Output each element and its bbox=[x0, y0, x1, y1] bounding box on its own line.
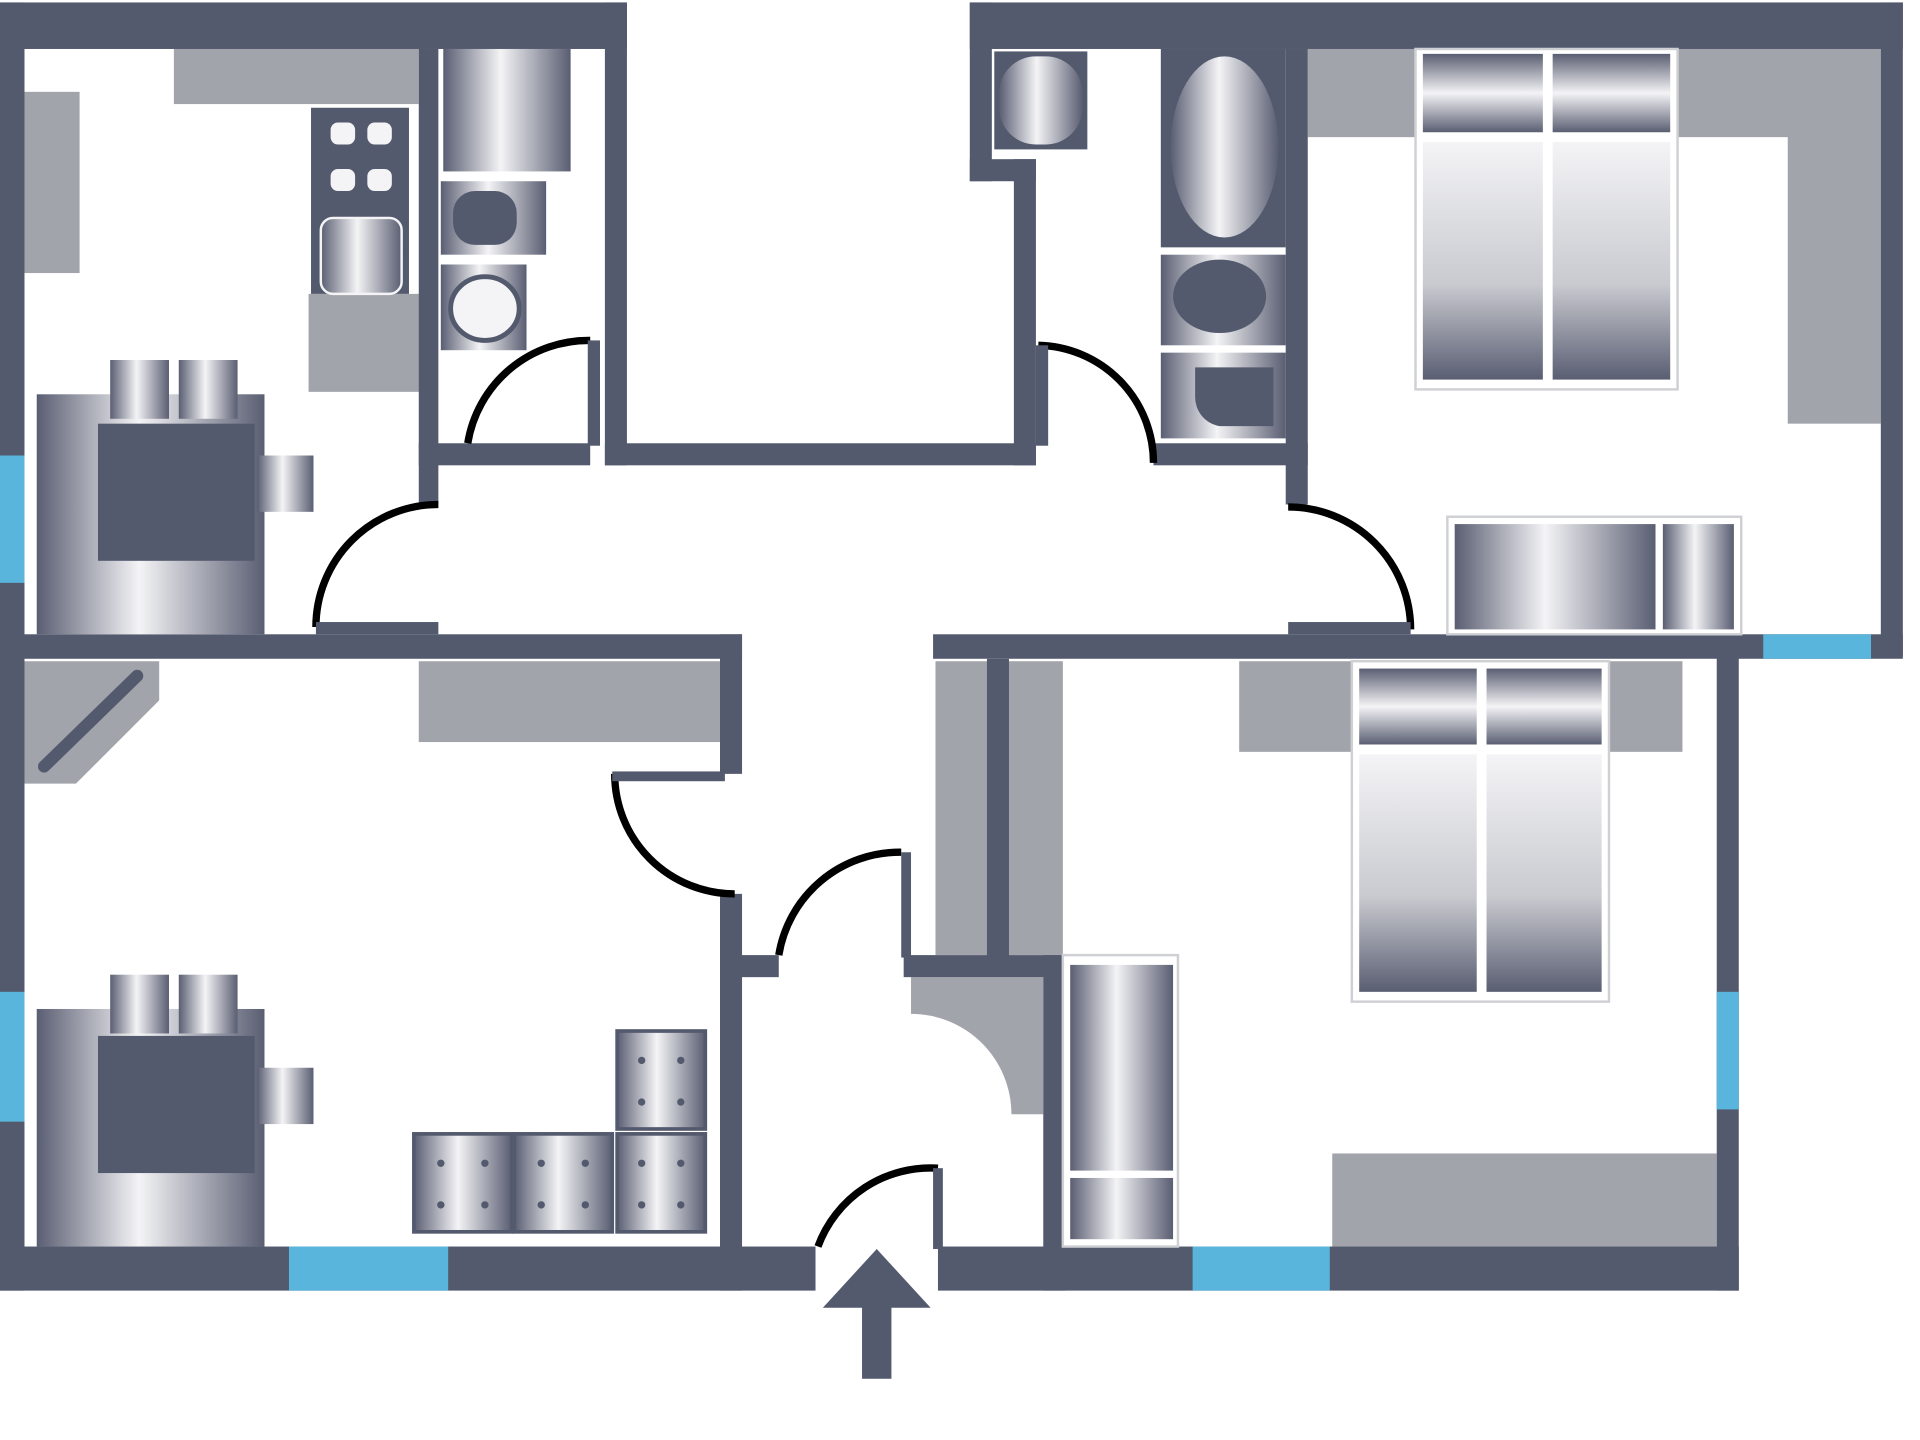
wall-right-lower bbox=[1716, 634, 1739, 1291]
blanket-right bbox=[1552, 142, 1671, 380]
wall-bath-right bbox=[1285, 48, 1308, 505]
stove-burners bbox=[330, 122, 392, 192]
door-small-bath-swing bbox=[464, 336, 591, 444]
washbasin-bowl bbox=[448, 274, 522, 343]
window-bedroom-bottom bbox=[1763, 634, 1872, 659]
living-chair-1 bbox=[110, 974, 169, 1034]
hall-cabinet-left bbox=[935, 661, 990, 956]
pillow-right bbox=[1552, 53, 1671, 133]
wall-bath-pocket-base bbox=[969, 159, 1036, 182]
doors bbox=[312, 336, 1415, 1249]
kitchen-counter-corner bbox=[308, 293, 422, 392]
wall-corridor-right bbox=[1013, 159, 1036, 466]
bedroom-wardrobe-right bbox=[1787, 48, 1881, 424]
wall-top-left bbox=[0, 2, 627, 49]
wall-small-bath-bottom bbox=[418, 443, 591, 466]
bath-sink-bowl bbox=[1173, 259, 1267, 334]
bathtub bbox=[1170, 56, 1279, 238]
living-chair-2 bbox=[178, 974, 238, 1034]
shower-basin bbox=[999, 56, 1083, 145]
wall-bottom-right bbox=[937, 1246, 1739, 1291]
bathroom-small bbox=[440, 48, 571, 351]
door-entrance-leaf bbox=[933, 1168, 943, 1249]
pillow-2-right bbox=[1486, 668, 1602, 745]
living-table bbox=[97, 1035, 255, 1174]
wall-living-right-bottom bbox=[720, 893, 743, 1291]
tv-icon bbox=[37, 669, 144, 773]
wall-bath-bottom bbox=[1153, 443, 1308, 466]
door-entrance-swing bbox=[814, 1164, 939, 1248]
kitchen-cabinet-left bbox=[24, 91, 80, 274]
wardrobe-2-bottom bbox=[1070, 1177, 1174, 1240]
wall-middle-right bbox=[933, 634, 1903, 659]
living-chair-3 bbox=[257, 1067, 314, 1125]
bedroom-2 bbox=[1061, 660, 1611, 1248]
dresser-right bbox=[1662, 524, 1734, 630]
chair-2 bbox=[178, 360, 238, 419]
kitchen-sink bbox=[319, 216, 403, 296]
pillow-left bbox=[1422, 53, 1543, 133]
wall-small-bath bbox=[418, 48, 439, 505]
blanket-2-left bbox=[1359, 754, 1477, 992]
wall-middle-left bbox=[0, 634, 743, 659]
bedroom bbox=[1414, 47, 1743, 636]
wall-top-right bbox=[969, 2, 1903, 49]
up-arrow-icon bbox=[822, 1248, 931, 1379]
wall-right-upper bbox=[1880, 2, 1903, 657]
door-living-swing bbox=[611, 773, 735, 898]
wall-hall-divider bbox=[986, 658, 1009, 958]
hall-cabinet-corner bbox=[911, 977, 1044, 1115]
door-kitchen-swing bbox=[312, 500, 439, 627]
door-bedroom-leaf bbox=[1288, 622, 1411, 635]
door-small-bath-leaf bbox=[587, 340, 600, 446]
window-living-bottom bbox=[288, 1246, 449, 1291]
kitchen-units bbox=[412, 1029, 708, 1234]
window-kitchen-left bbox=[0, 455, 25, 583]
wall-hall-stub-left bbox=[720, 955, 779, 978]
wall-corridor-bottom bbox=[604, 443, 1036, 466]
windows bbox=[0, 455, 1872, 1291]
blanket-left bbox=[1422, 142, 1543, 380]
hall-cabinet-right bbox=[1008, 661, 1063, 956]
bedroom2-shelf-bottom bbox=[1332, 1153, 1717, 1247]
kitchen-counter-top bbox=[173, 48, 419, 105]
kitchen-dining bbox=[36, 107, 409, 635]
wall-living-right-top bbox=[720, 634, 743, 774]
dresser-left bbox=[1454, 524, 1656, 630]
toilet-bowl bbox=[453, 191, 517, 245]
door-bedroom-swing bbox=[1288, 503, 1415, 630]
window-living-left bbox=[0, 991, 25, 1122]
door-living-leaf bbox=[612, 771, 725, 782]
window-bedroom2-bottom bbox=[1192, 1246, 1330, 1291]
wall-bedroom2-left bbox=[1043, 955, 1066, 1291]
wall-bath-pocket bbox=[969, 2, 992, 182]
wardrobe-2-top bbox=[1070, 964, 1174, 1171]
chair-3 bbox=[257, 455, 314, 512]
door-bath-swing bbox=[1038, 341, 1158, 463]
living-room bbox=[36, 669, 708, 1247]
washing-machine bbox=[443, 48, 571, 172]
kitchen-table bbox=[97, 423, 255, 561]
wall-corridor-left bbox=[604, 2, 627, 466]
door-hallway-leaf bbox=[901, 852, 912, 958]
living-shelf bbox=[418, 661, 720, 743]
bath-toilet-bowl bbox=[1195, 367, 1274, 427]
door-hallway-swing bbox=[775, 848, 902, 956]
door-kitchen-leaf bbox=[315, 622, 439, 635]
pillow-2-left bbox=[1359, 668, 1477, 745]
door-bath-leaf bbox=[1035, 345, 1049, 446]
window-bedroom2-right bbox=[1716, 991, 1739, 1110]
blanket-2-right bbox=[1486, 754, 1602, 992]
bathroom bbox=[994, 48, 1286, 439]
wall-hall-stub-right bbox=[903, 955, 1063, 978]
chair-1 bbox=[110, 360, 169, 419]
